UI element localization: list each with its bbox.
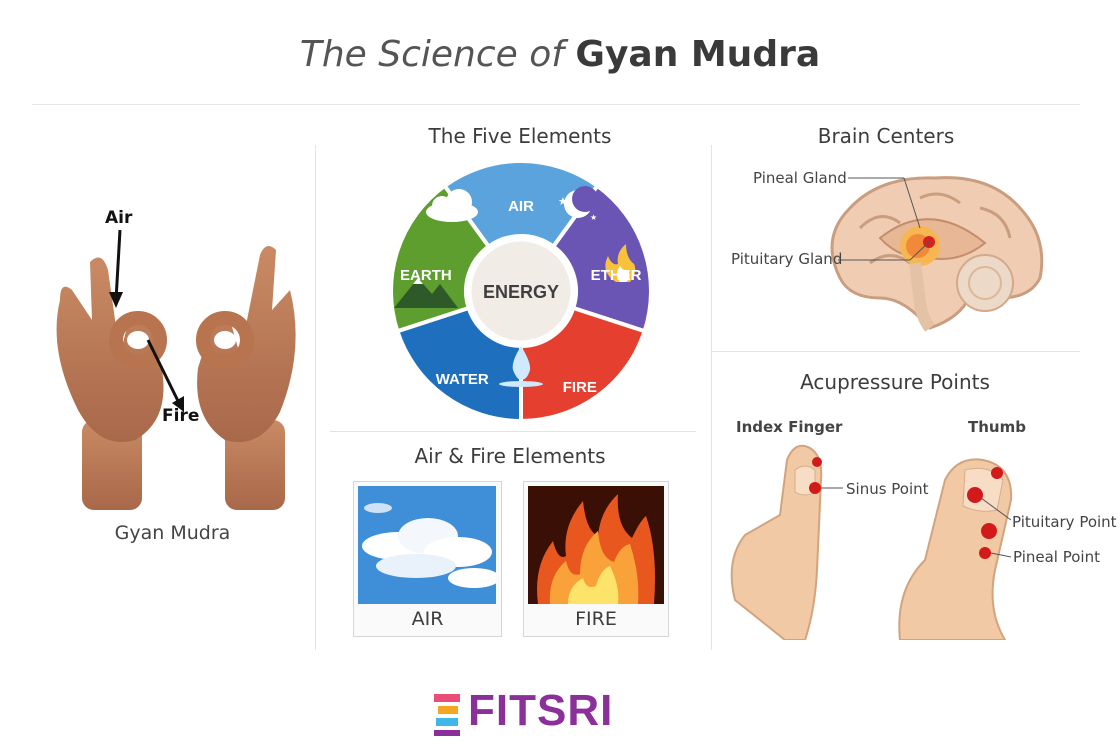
index-finger-heading: Index Finger: [736, 418, 843, 436]
five-elements-heading: The Five Elements: [428, 124, 612, 148]
water-drop-icon: [499, 346, 543, 387]
air-photo-card: AIR: [353, 481, 502, 637]
pituitary-gland-label: Pituitary Gland: [731, 250, 843, 268]
fitsri-logo-mark-icon: [434, 694, 460, 736]
fire-photo-card: FIRE: [523, 481, 669, 637]
segment-water: [394, 305, 523, 424]
cloud-icon: [426, 189, 478, 222]
title-divider: [32, 104, 1080, 105]
sinus-point-label: Sinus Point: [846, 480, 929, 498]
segment-label-ether: ETHER: [591, 267, 642, 284]
segment-label-water: WATER: [436, 371, 489, 388]
right-hand: [196, 246, 296, 510]
gyan-mudra-illustration: [20, 150, 310, 520]
segment-label-fire: FIRE: [563, 379, 597, 396]
divider-left: [315, 145, 316, 650]
divider-right-middle: [712, 351, 1080, 352]
hands-icon: [56, 229, 296, 510]
energy-center: [466, 236, 576, 346]
five-elements-wheel: ENERGY ★ ★ AIR ETHER FIRE WATER EARTH: [389, 160, 653, 424]
gyan-mudra-caption: Gyan Mudra: [114, 522, 231, 544]
pineal-point-label: Pineal Point: [1013, 548, 1100, 566]
air-label: Air: [105, 208, 133, 228]
segment-label-earth: EARTH: [400, 267, 452, 284]
fitsri-logo-text: FITSRI: [468, 686, 614, 735]
mountain-icon: [394, 278, 458, 308]
brain-centers-heading: Brain Centers: [817, 124, 955, 148]
flame-icon: [605, 244, 636, 282]
svg-text:★: ★: [590, 213, 597, 222]
energy-label: ENERGY: [483, 282, 559, 302]
air-fire-heading: Air & Fire Elements: [414, 444, 606, 468]
page-title: The Science of Gyan Mudra: [0, 34, 1120, 75]
thumb-heading: Thumb: [968, 418, 1026, 436]
divider-right: [711, 145, 712, 650]
segment-air: [441, 160, 601, 250]
segment-ether: [550, 183, 653, 334]
segment-label-air: AIR: [508, 198, 534, 215]
title-prefix: The Science of: [299, 34, 564, 75]
thumb-icon: [898, 458, 1013, 640]
brain-icon: [830, 176, 1044, 332]
flames-image: [528, 486, 664, 604]
fire-label: Fire: [162, 406, 200, 426]
segment-fire: [519, 305, 648, 424]
pituitary-point-label: Pituitary Point: [1012, 513, 1117, 531]
title-main: Gyan Mudra: [575, 34, 821, 75]
acupressure-heading: Acupressure Points: [800, 370, 990, 394]
left-hand: [56, 257, 167, 510]
fire-card-label: FIRE: [575, 608, 617, 630]
divider-middle: [330, 431, 696, 432]
pineal-gland-label: Pineal Gland: [753, 169, 847, 187]
moon-icon: ★ ★: [558, 186, 598, 222]
index-finger-icon: [730, 444, 843, 640]
svg-text:★: ★: [558, 195, 568, 208]
air-card-label: AIR: [411, 608, 444, 630]
sky-clouds-image: [358, 486, 496, 604]
